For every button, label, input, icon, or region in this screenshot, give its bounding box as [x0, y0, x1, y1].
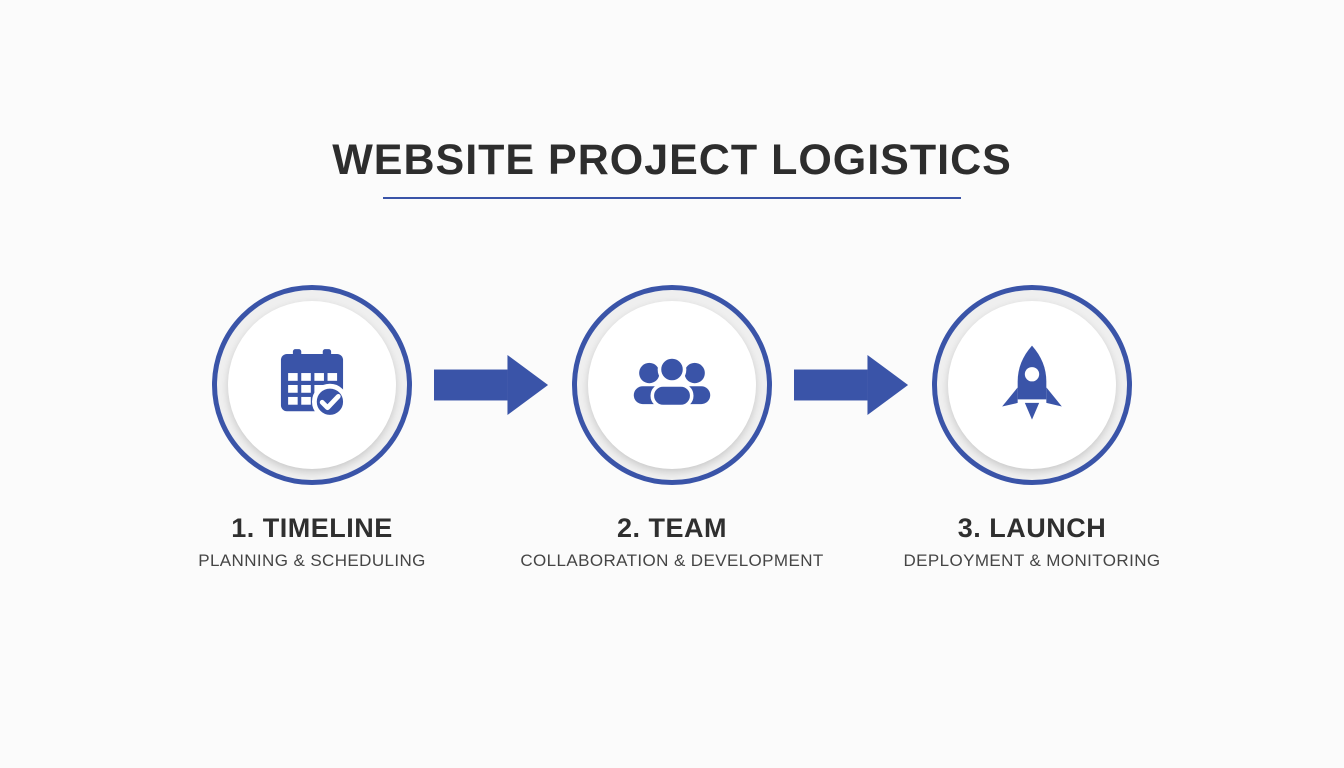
step-title: 1. TIMELINE [231, 513, 393, 543]
arrow-right-icon [794, 350, 910, 420]
team-icon [629, 342, 715, 428]
step-circle [572, 285, 772, 485]
rocket-icon [989, 342, 1075, 428]
flow-arrow-1 [432, 350, 552, 420]
step-title: 2. TEAM [616, 513, 727, 543]
title-block: WEBSITE PROJECT LOGISTICS [0, 0, 1344, 199]
step-title: 3. LAUNCH [957, 513, 1107, 543]
step-circle [932, 285, 1132, 485]
step-launch: 3. LAUNCH DEPLOYMENT & MONITORING [904, 285, 1160, 571]
step-circle [212, 285, 412, 485]
step-subtitle: PLANNING & SCHEDULING [198, 551, 426, 570]
step-subtitle: DEPLOYMENT & MONITORING [903, 551, 1161, 570]
arrow-right-icon [434, 350, 550, 420]
flow-arrow-2 [792, 350, 912, 420]
step-subtitle: COLLABORATION & DEVELOPMENT [520, 551, 824, 570]
step-timeline: 1. TIMELINE PLANNING & SCHEDULING [192, 285, 432, 571]
title-underline [383, 197, 961, 199]
process-flow: 1. TIMELINE PLANNING & SCHEDULING [0, 285, 1344, 571]
step-team: 2. TEAM COLLABORATION & DEVELOPMENT [520, 285, 823, 571]
calendar-check-icon [269, 342, 355, 428]
page-title: WEBSITE PROJECT LOGISTICS [332, 136, 1012, 184]
